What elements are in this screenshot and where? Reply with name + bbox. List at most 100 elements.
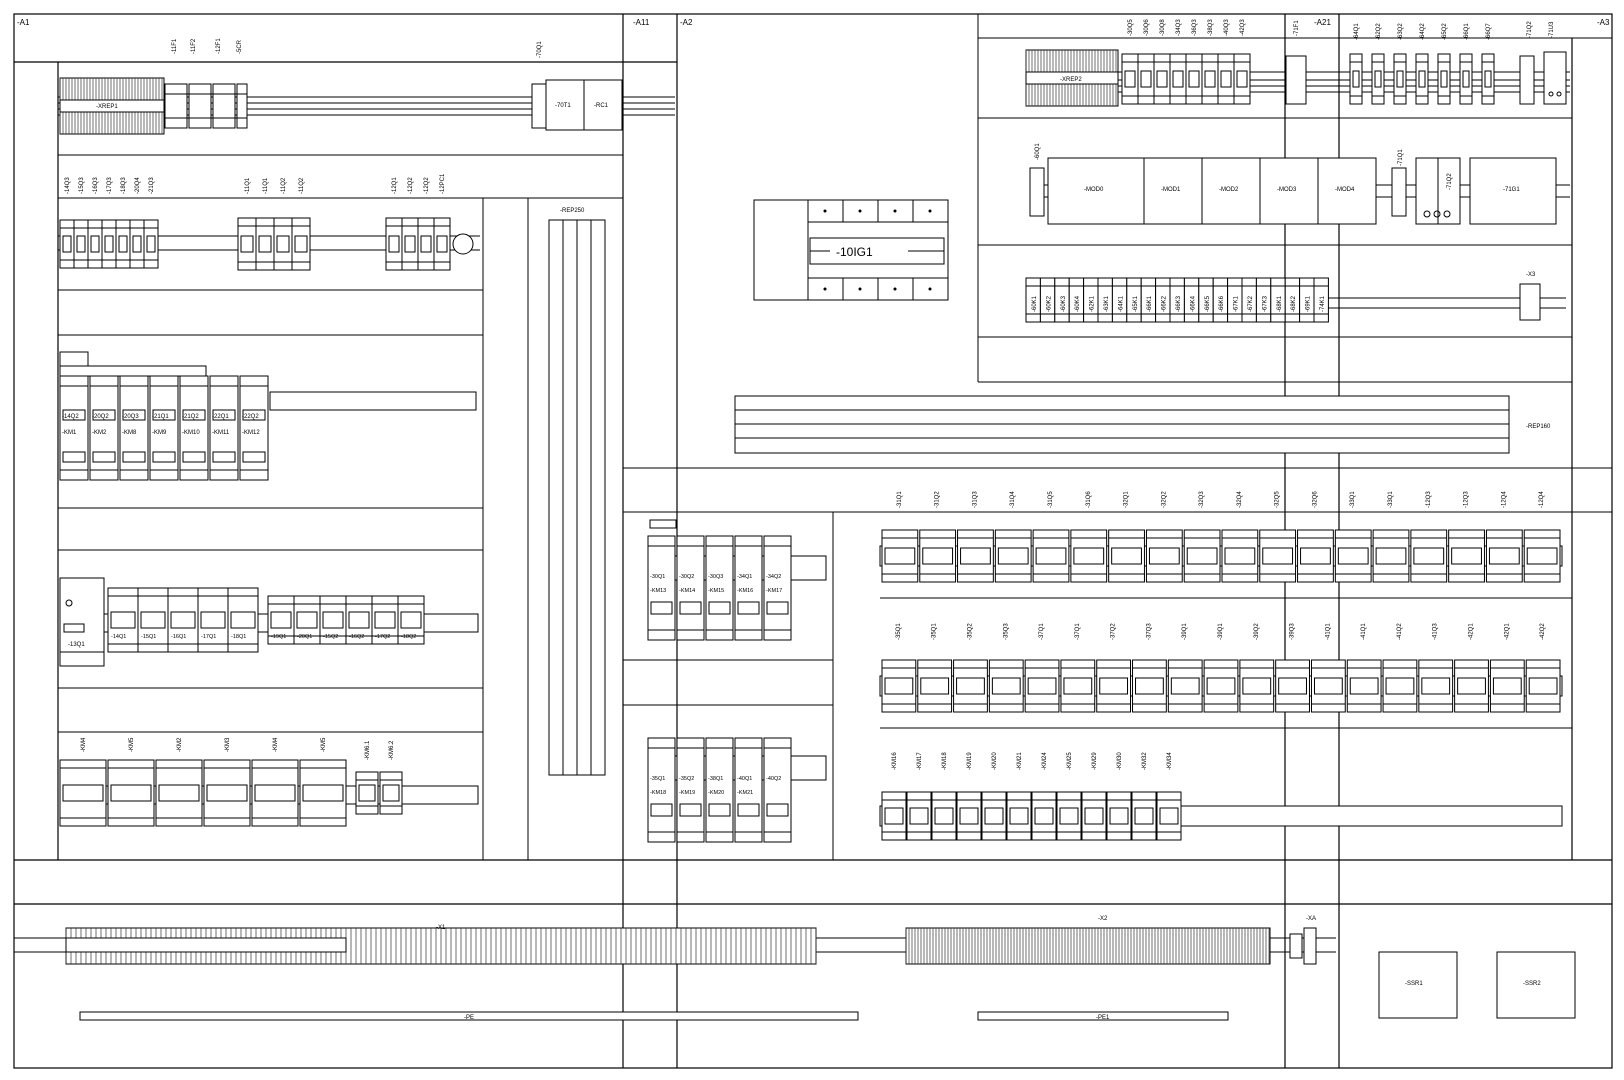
label-71u3: -71U3 — [1549, 21, 1555, 38]
contactor-row3-3 — [149, 375, 179, 481]
terminal-strip-x2 — [905, 927, 1271, 965]
a2-row1-label-1: -31Q2 — [935, 491, 941, 508]
contactor-row3-6 — [239, 375, 269, 481]
a11-top-km-label-1: -KM14 — [679, 588, 695, 594]
a2-row1-label-13: -33Q1 — [1388, 491, 1394, 508]
row-3-header-block — [59, 351, 89, 367]
a11-top-2 — [705, 535, 734, 641]
row3-km-label-1: -KM2 — [92, 430, 107, 436]
area-label-a11: -A11 — [633, 18, 650, 27]
a2-row2-label-0: -35Q1 — [896, 623, 902, 640]
row4-label-5: -19Q1 — [271, 634, 286, 640]
a3-breakers-a — [1121, 53, 1251, 105]
x3-terminal-label-6: -64K1 — [1118, 295, 1124, 312]
a2-row3-label-1: -KM17 — [917, 752, 923, 770]
a11-bot-km-label-3: -KM21 — [737, 790, 753, 796]
contactor-row3-2 — [119, 375, 149, 481]
row4-label-7: -15Q2 — [323, 634, 338, 640]
area-labels: -A1 -A11 -A2 -A21 -A3 — [17, 18, 1610, 27]
a2-row2-label-15: -41Q3 — [1433, 623, 1439, 640]
ssr2 — [1496, 951, 1576, 1019]
a11-bot-q-label-3: -40Q1 — [737, 776, 752, 782]
io-module-3 — [1259, 157, 1319, 225]
x3-terminal-label-17: -68K1 — [1277, 295, 1283, 312]
x3-terminal-label-19: -69K1 — [1306, 295, 1312, 312]
a2-row2-label-8: -39Q1 — [1182, 623, 1188, 640]
a11-bot-q-label-2: -38Q1 — [708, 776, 723, 782]
a2-row3-label-3: -KM19 — [967, 752, 973, 770]
io-module-label-2: -MOD2 — [1219, 187, 1239, 193]
a2-row2-label-5: -37Q1 — [1075, 623, 1081, 640]
a3-label-c-3: -64Q2 — [1420, 23, 1426, 40]
fuse-label-0: -11F1 — [172, 38, 178, 54]
fuse-label-2: -12F1 — [216, 38, 222, 54]
area-a1-dividers — [58, 154, 623, 860]
pe-bar-2 — [977, 1011, 1229, 1021]
a2-row-2: -35Q1-35Q1-35Q2-35Q3-37Q1-37Q1-37Q2-37Q3… — [879, 623, 1563, 713]
x3-terminal-label-12: -66K5 — [1205, 295, 1211, 312]
label-x1: -X1 — [436, 925, 446, 931]
a11-top-q-label-1: -30Q2 — [679, 574, 694, 580]
a2-row2-label-13: -41Q1 — [1361, 623, 1367, 640]
x3-terminal-label-2: -60K3 — [1061, 295, 1067, 312]
label-60q1: -60Q1 — [1035, 143, 1041, 160]
x3-terminal-label-5: -63K1 — [1104, 295, 1110, 312]
row4-label-4: -18Q1 — [231, 634, 246, 640]
row2a-label-5: -20Q4 — [135, 177, 141, 194]
a11-top-contactors: -30Q1-KM13-30Q2-KM14-30Q3-KM15-34Q1-KM16… — [647, 535, 792, 641]
a11-top-q-label-3: -34Q1 — [737, 574, 752, 580]
x3-terminal-label-11: -66K4 — [1190, 295, 1196, 312]
a3-label-a-2: -30Q8 — [1160, 19, 1166, 36]
row5-label-4: -KM4 — [273, 737, 279, 752]
breaker-71q2 — [1519, 55, 1535, 105]
a2-row3-label-7: -KM25 — [1067, 752, 1073, 770]
breaker-row-2b — [237, 217, 311, 271]
a3-label-c-6: -66Q7 — [1486, 23, 1492, 40]
a3-label-c-4: -65Q2 — [1442, 23, 1448, 40]
a2-row1-label-10: -32Q5 — [1275, 491, 1281, 508]
a3-label-c-2: -63Q2 — [1398, 23, 1404, 40]
x3-terminal-label-18: -68K2 — [1291, 295, 1297, 312]
label-x3: -X3 — [1526, 272, 1536, 278]
row4-label-3: -17Q1 — [201, 634, 216, 640]
a2-row1-label-3: -31Q4 — [1010, 491, 1016, 508]
breaker-row-2c — [385, 217, 451, 271]
pe-bar-1 — [79, 1011, 859, 1021]
a3-section: -XREP2 -30Q5-30Q6-30Q8-34Q3-36Q3-38Q3-40… — [1025, 19, 1570, 323]
row3-q-label-3: -21Q1 — [152, 414, 169, 420]
label-pe1: -PE — [464, 1015, 474, 1021]
row4-label-6: -20Q1 — [297, 634, 312, 640]
io-module-4 — [1317, 157, 1377, 225]
x3-terminal-label-3: -60K4 — [1075, 295, 1081, 312]
a2-row1-label-17: -12Q4 — [1539, 491, 1545, 508]
x3-terminal-label-7: -65K1 — [1133, 295, 1139, 312]
a2-row2-label-1: -35Q1 — [932, 623, 938, 640]
a2-row2-label-3: -35Q3 — [1003, 623, 1009, 640]
a11-bot-3 — [734, 737, 763, 843]
a1-row-4: -13Q1 -14Q1-15Q1-16Q1-17Q1-18Q1-19Q1-20Q… — [59, 577, 479, 667]
terminal-xrep1-label: -XREP1 — [96, 104, 118, 110]
a2-row1-label-7: -32Q2 — [1161, 491, 1167, 508]
row4-label-0: -14Q1 — [111, 634, 126, 640]
a11-bot-q-label-1: -35Q2 — [679, 776, 694, 782]
row3-km-label-6: -KM12 — [242, 430, 260, 436]
a3-label-c-5: -66Q1 — [1464, 23, 1470, 40]
psu-71u3 — [1543, 51, 1567, 105]
row3-q-label-0: -14Q2 — [62, 414, 79, 420]
contactor-row-5: -KM4-KM5-KM2-KM3-KM4-KM5-KM6.1-KM6.2 — [59, 737, 403, 827]
row2a-label-3: -17Q3 — [107, 177, 113, 194]
a3-label-a-0: -30Q5 — [1128, 19, 1134, 36]
rep250-label: -REP250 — [560, 208, 585, 214]
a11-bot-4 — [763, 737, 792, 843]
rep160-label: -REP160 — [1526, 424, 1551, 430]
row3-q-label-6: -22Q2 — [242, 414, 259, 420]
a11-top-1 — [676, 535, 705, 641]
label-71g1: -71G1 — [1503, 187, 1520, 193]
terminal-end-x3 — [1519, 283, 1541, 321]
breaker-71f1 — [1285, 55, 1307, 105]
a1-row-2: -14Q3-15Q3-16Q3-17Q3-18Q3-20Q4-21Q3 -11Q… — [58, 173, 480, 271]
inverter-10ig1: -10IG1 — [753, 199, 949, 301]
a3-label-a-3: -34Q3 — [1176, 19, 1182, 36]
trunking-rep250: -REP250 — [548, 208, 606, 776]
